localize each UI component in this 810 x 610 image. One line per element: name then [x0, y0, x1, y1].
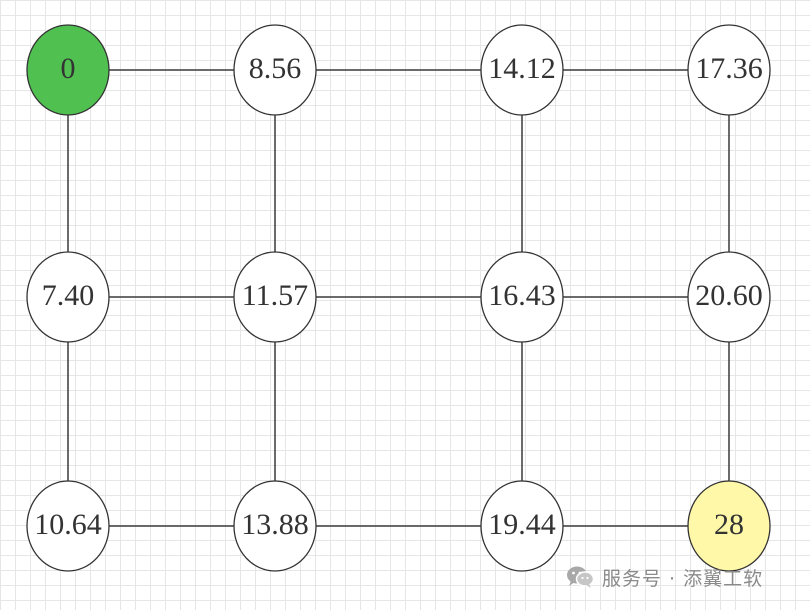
node-label: 8.56 [249, 52, 302, 85]
node-label: 0 [61, 52, 76, 85]
watermark-text: 服务号 · 添翼工软 [602, 567, 764, 590]
graph-node: 11.57 [233, 251, 317, 343]
node-circle [26, 24, 110, 116]
graph-node: 7.40 [26, 251, 110, 343]
node-circle [687, 24, 771, 116]
node-circle [26, 251, 110, 343]
nodes-layer: 0 8.56 14.12 17.36 7.40 11.57 16.43 20.60 10.64 1… [26, 24, 771, 572]
node-label: 10.64 [34, 508, 102, 541]
node-circle [480, 24, 564, 116]
graph-node: 17.36 [687, 24, 771, 116]
node-label: 17.36 [695, 52, 763, 85]
watermark: 服务号 · 添翼工软 [566, 562, 763, 592]
graph-node: 0 [26, 24, 110, 116]
graph-node: 13.88 [233, 480, 317, 572]
graph-node: 14.12 [480, 24, 564, 116]
node-label: 7.40 [42, 279, 95, 312]
node-circle [480, 480, 564, 572]
graph-node: 20.60 [687, 251, 771, 343]
node-circle [480, 251, 564, 343]
graph-node: 10.64 [26, 480, 110, 572]
node-label: 16.43 [488, 279, 556, 312]
node-label: 11.57 [242, 279, 308, 312]
node-label: 19.44 [488, 508, 556, 541]
edges-layer [67, 69, 730, 527]
node-label: 28 [714, 508, 744, 541]
node-label: 14.12 [488, 52, 556, 85]
graph-node: 8.56 [233, 24, 317, 116]
graph-node: 16.43 [480, 251, 564, 343]
node-circle [233, 251, 317, 343]
graph-node: 19.44 [480, 480, 564, 572]
node-circle [233, 24, 317, 116]
node-circle [687, 251, 771, 343]
node-circle [233, 480, 317, 572]
graph-node: 28 [687, 480, 771, 572]
node-label: 20.60 [695, 279, 763, 312]
node-circle [26, 480, 110, 572]
wechat-icon [567, 566, 594, 588]
node-circle [687, 480, 771, 572]
node-label: 13.88 [241, 508, 309, 541]
